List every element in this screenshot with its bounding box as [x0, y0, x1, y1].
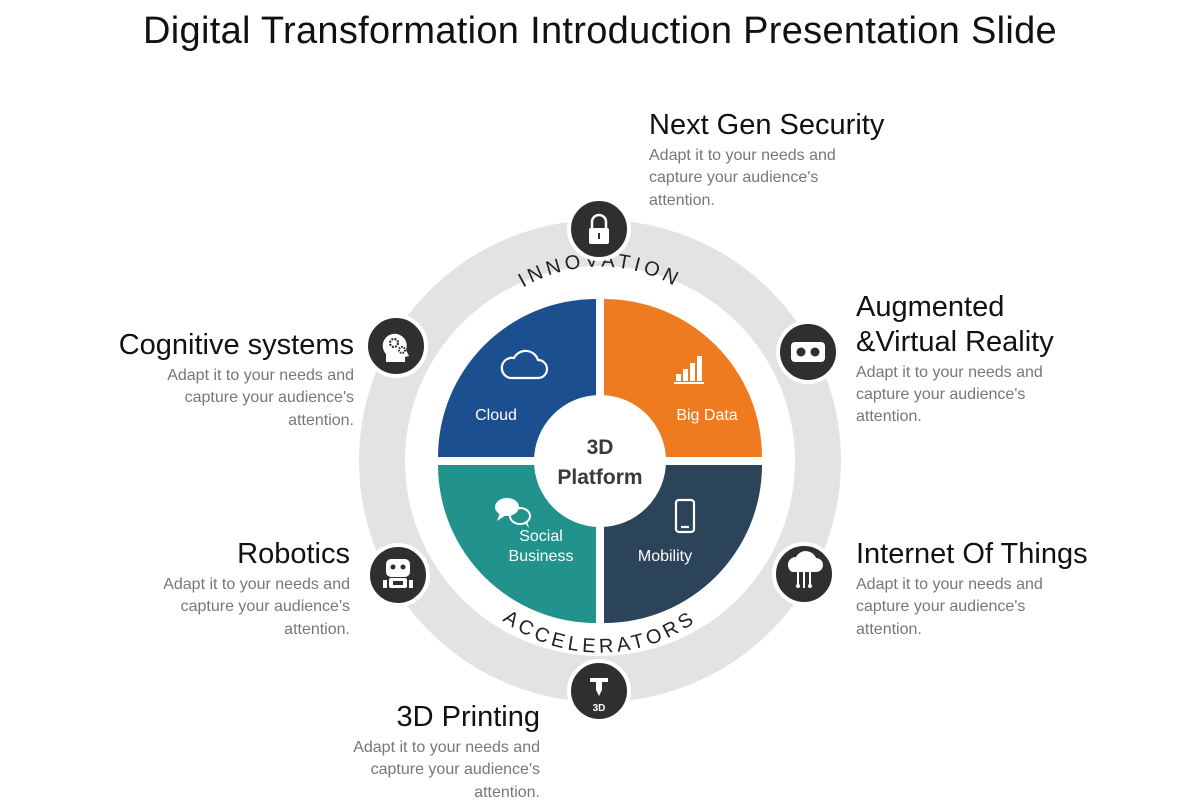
quadrant-label-line: Social	[519, 528, 563, 545]
feature-icon-group: 3D	[364, 197, 840, 723]
feature-description: Adapt it to your needs and capture your …	[167, 366, 354, 429]
robot-icon	[366, 543, 430, 607]
feature-title: Robotics	[237, 538, 350, 570]
feature-cognitive-systems: Cognitive systems Adapt it to your needs…	[74, 328, 354, 432]
feature-title-line-1: Augmented	[856, 291, 1005, 323]
bar-chart-icon	[674, 356, 704, 384]
feature-title: Internet Of Things	[856, 538, 1088, 570]
quadrant-label: Mobility	[638, 548, 692, 565]
3d-printer-icon: 3D	[567, 659, 631, 723]
quadrant-label-line: Mobility	[638, 548, 692, 565]
printer-icon-text: 3D	[593, 703, 606, 714]
feature-title: Next Gen Security	[649, 109, 885, 141]
quadrant-label-line: Big Data	[676, 407, 737, 424]
feature-description: Adapt it to your needs and capture your …	[856, 575, 1043, 638]
feature-description: Adapt it to your needs and capture your …	[353, 738, 540, 801]
feature-3d-printing: 3D Printing Adapt it to your needs and c…	[260, 700, 540, 804]
smartphone-icon	[674, 498, 696, 534]
feature-augmented-virtual-reality: Augmented &Virtual Reality Adapt it to y…	[856, 290, 1156, 429]
vr-headset-icon	[776, 320, 840, 384]
quadrant-label-line: Cloud	[475, 407, 517, 424]
quadrant-label: Cloud	[475, 407, 517, 424]
center-line-2: Platform	[557, 466, 642, 489]
feature-title-line-2: &Virtual Reality	[856, 325, 1054, 358]
cloud-network-icon	[772, 542, 836, 606]
feature-description: Adapt it to your needs and capture your …	[649, 146, 836, 209]
chat-bubbles-icon	[495, 498, 531, 528]
quadrant-label-line: Business	[509, 548, 574, 565]
center-line-1: 3D	[587, 436, 614, 459]
feature-description: Adapt it to your needs and capture your …	[856, 363, 1043, 426]
feature-title: Cognitive systems	[118, 329, 354, 361]
brain-gears-icon	[364, 314, 428, 378]
feature-description: Adapt it to your needs and capture your …	[163, 575, 350, 638]
feature-title: Augmented &Virtual Reality	[856, 290, 1156, 360]
feature-title: 3D Printing	[396, 701, 540, 733]
feature-robotics: Robotics Adapt it to your needs and capt…	[70, 537, 350, 641]
center-circle	[534, 395, 666, 527]
cloud-icon	[500, 349, 549, 380]
feature-internet-of-things: Internet Of Things Adapt it to your need…	[856, 537, 1156, 641]
feature-next-gen-security: Next Gen Security Adapt it to your needs…	[649, 108, 949, 212]
quadrant-label: Big Data	[676, 407, 737, 424]
page-title: Digital Transformation Introduction Pres…	[143, 10, 1057, 52]
lock-icon	[567, 197, 631, 261]
